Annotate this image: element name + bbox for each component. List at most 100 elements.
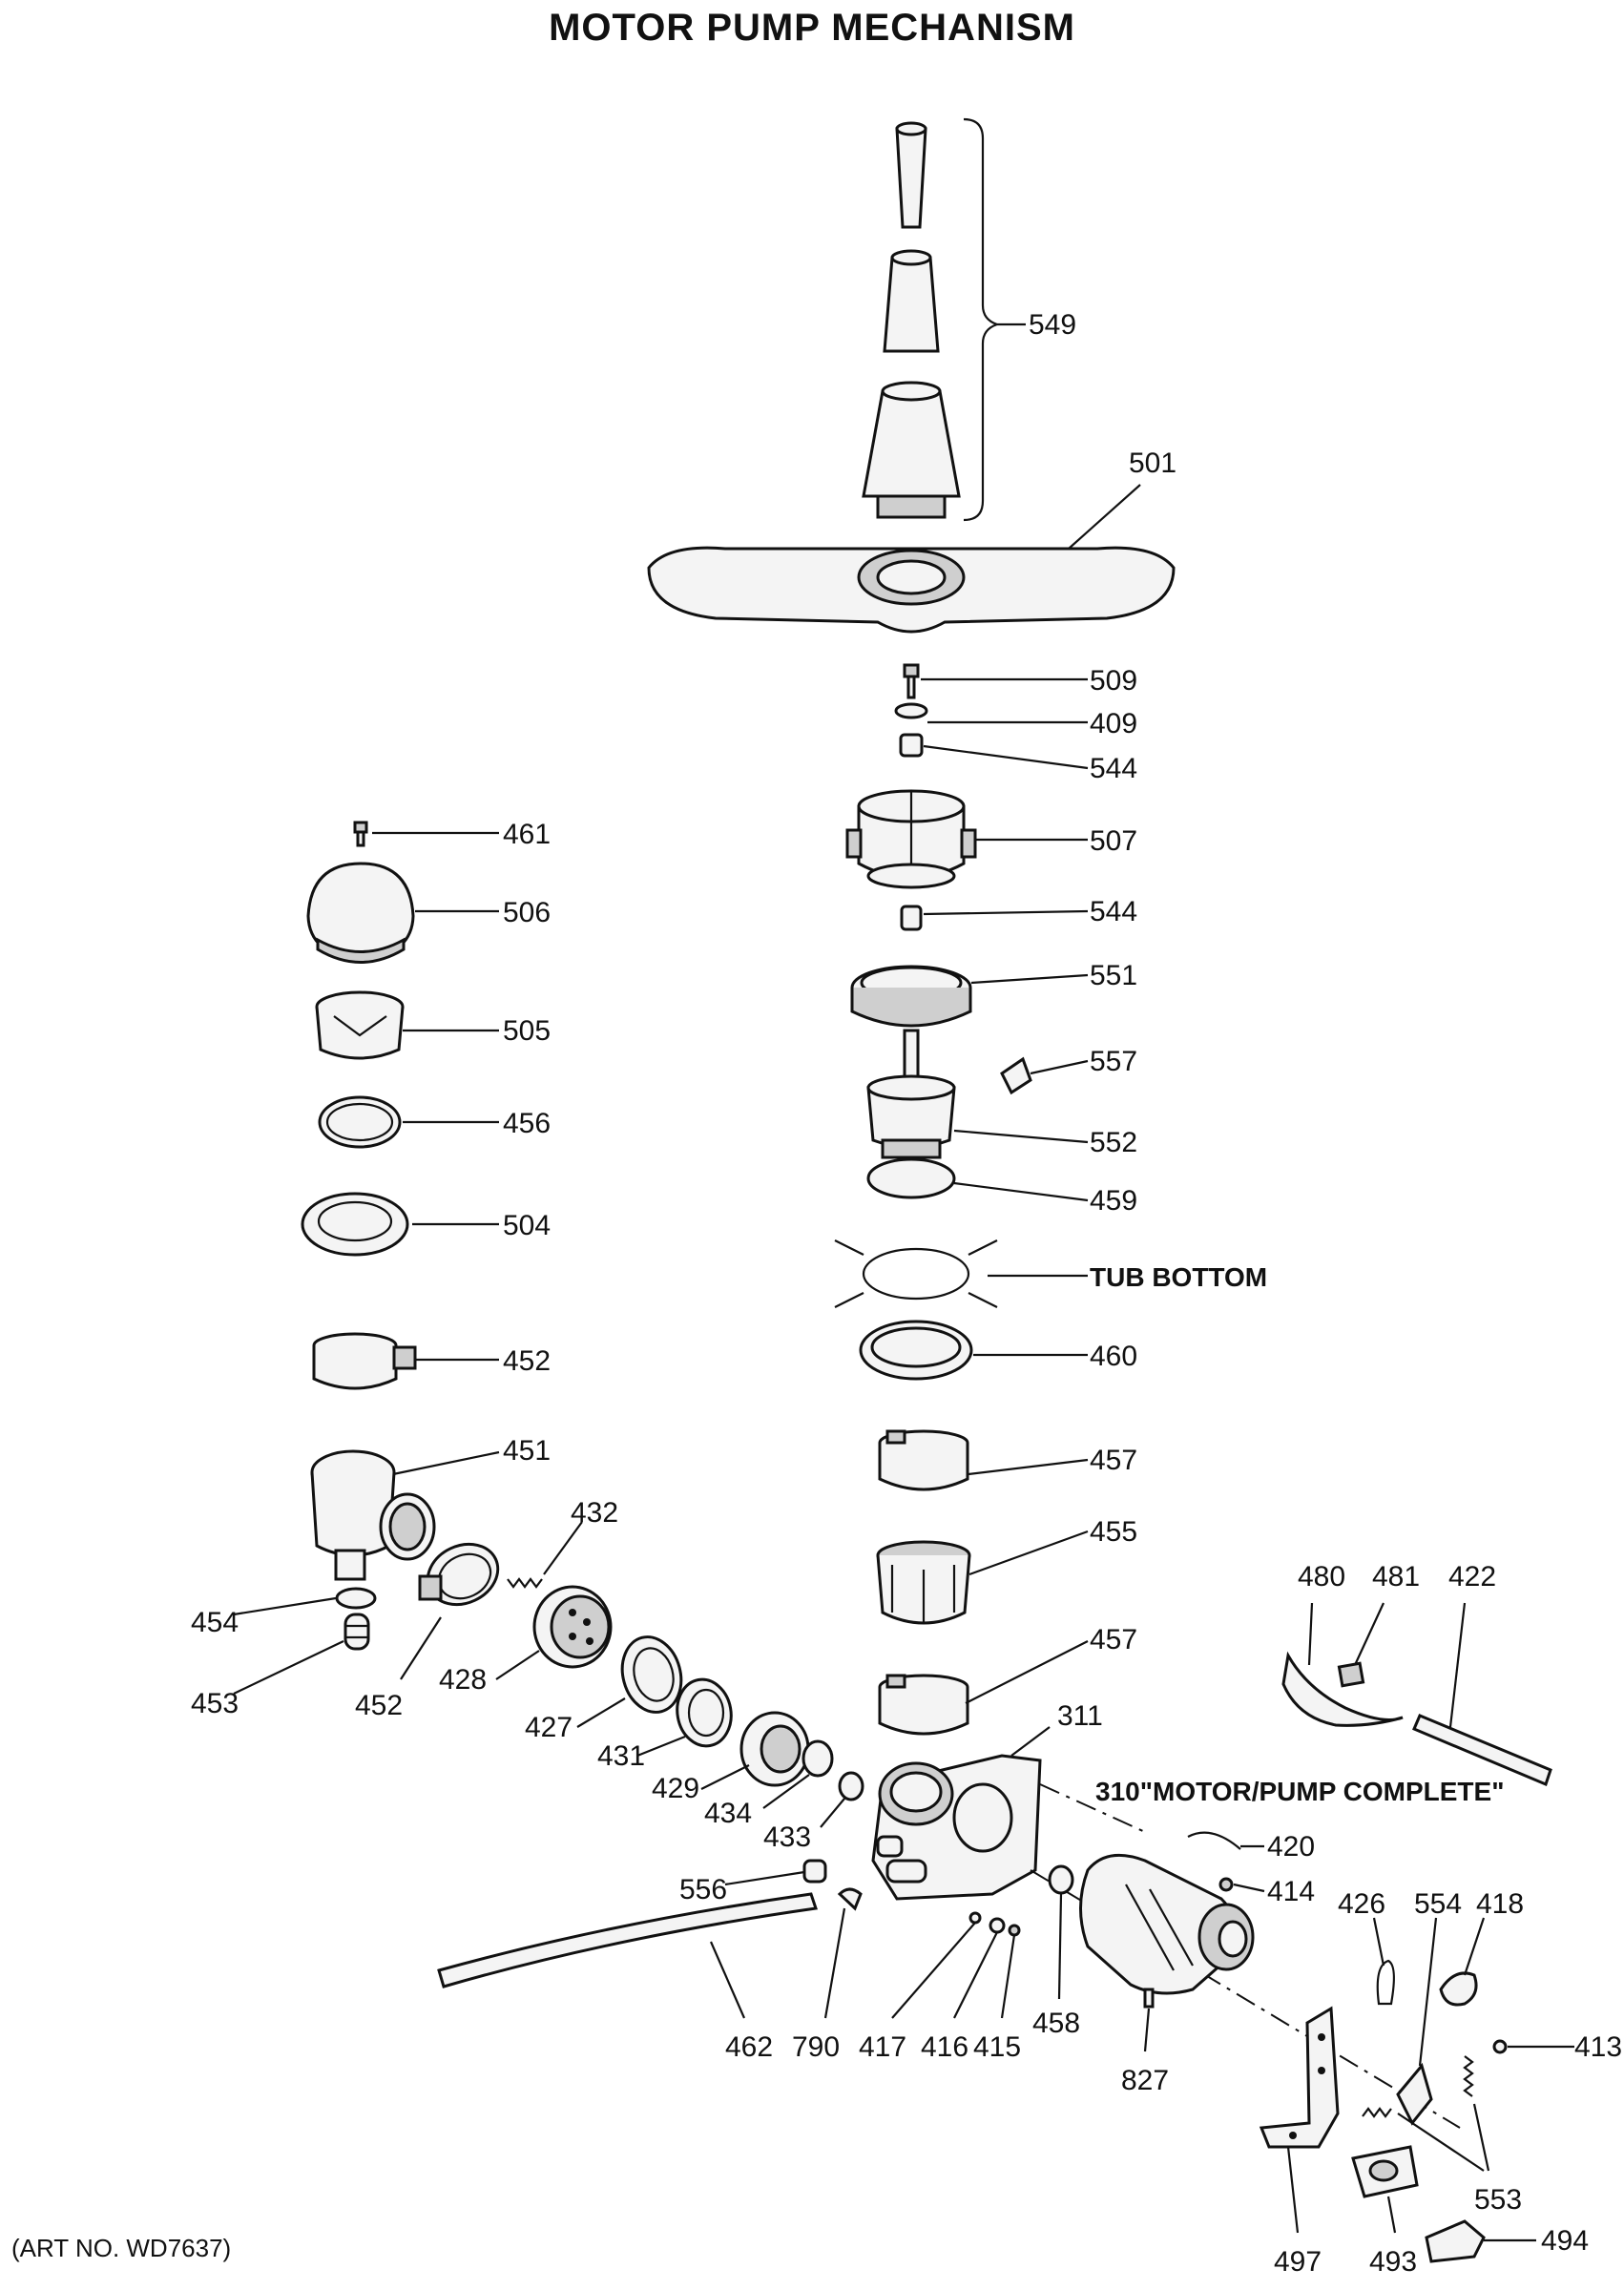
part-553-spring-a [1463, 2055, 1474, 2097]
label-553: 553 [1474, 2184, 1522, 2216]
part-416-washer [989, 1917, 1006, 1934]
label-420: 420 [1267, 1831, 1315, 1863]
label-457-upper: 457 [1090, 1445, 1137, 1476]
label-310-motor-pump-complete: 310"MOTOR/PUMP COMPLETE" [1095, 1777, 1504, 1806]
part-458-gasket [1048, 1864, 1074, 1895]
label-480: 480 [1298, 1561, 1345, 1593]
label-459: 459 [1090, 1185, 1137, 1217]
label-457-lower: 457 [1090, 1624, 1137, 1655]
label-552: 552 [1090, 1127, 1137, 1158]
label-426: 426 [1338, 1888, 1385, 1920]
part-433-seal [838, 1771, 864, 1801]
label-456: 456 [503, 1108, 551, 1139]
label-417: 417 [859, 2031, 906, 2063]
art-number: (ART NO. WD7637) [11, 2234, 231, 2262]
part-451-sump [310, 1449, 436, 1581]
label-501: 501 [1129, 448, 1176, 479]
label-455: 455 [1090, 1516, 1137, 1548]
part-557-clip [1000, 1056, 1032, 1095]
label-462: 462 [725, 2031, 773, 2063]
part-422-bar [1412, 1714, 1552, 1787]
label-434: 434 [704, 1798, 752, 1829]
part-434-bearing [802, 1739, 834, 1778]
part-417-washer [968, 1911, 982, 1925]
part-462-drain-hose [437, 1892, 818, 1988]
part-554-lever [1396, 2062, 1433, 2126]
part-481-block [1337, 1661, 1365, 1688]
label-790: 790 [792, 2031, 840, 2063]
label-481: 481 [1372, 1561, 1420, 1593]
label-418: 418 [1476, 1888, 1524, 1920]
label-427: 427 [525, 1712, 573, 1743]
part-461-screw [353, 821, 368, 847]
label-551: 551 [1090, 960, 1137, 991]
label-461: 461 [503, 819, 551, 850]
part-426-spring-clip [1376, 1959, 1395, 2006]
part-452-clamp-lower [418, 1542, 500, 1607]
label-544-lower: 544 [1090, 896, 1137, 927]
part-556-plug [802, 1859, 827, 1884]
label-554: 554 [1414, 1888, 1462, 1920]
part-456-o-ring [318, 1095, 402, 1149]
part-509-screw [903, 663, 920, 699]
part-480-blade [1281, 1651, 1404, 1727]
part-431-plate [676, 1677, 733, 1748]
label-416: 416 [921, 2031, 968, 2063]
label-497: 497 [1274, 2246, 1322, 2278]
label-507: 507 [1090, 825, 1137, 857]
part-427-gasket [620, 1635, 683, 1714]
part-413-e-ring [1492, 2039, 1508, 2054]
part-460-ring [859, 1320, 973, 1381]
label-504: 504 [503, 1210, 551, 1241]
part-544-bearing-lower [900, 905, 923, 931]
part-415-nut [1008, 1924, 1021, 1937]
label-460: 460 [1090, 1341, 1137, 1372]
part-454-clip [335, 1587, 377, 1610]
part-455-filter [876, 1540, 971, 1625]
part-459-gasket [866, 1157, 956, 1199]
part-311-pump-housing [871, 1754, 1042, 1901]
label-452-upper: 452 [503, 1345, 551, 1377]
part-452-clamp-upper [312, 1332, 417, 1390]
label-452-lower: 452 [355, 1690, 403, 1721]
part-418-cam [1439, 1971, 1478, 2007]
label-557: 557 [1090, 1046, 1137, 1077]
part-552-impeller-assembly [866, 1029, 956, 1159]
tub-bottom-opening [834, 1239, 998, 1308]
label-432: 432 [571, 1497, 618, 1529]
part-549-spray-tower [862, 121, 961, 519]
label-827: 827 [1121, 2065, 1169, 2096]
label-506: 506 [503, 897, 551, 928]
part-506-cap [306, 862, 415, 964]
part-544-bearing-upper [899, 733, 924, 758]
part-501-lower-spray-arm [647, 546, 1176, 634]
part-790-clip [837, 1887, 863, 1911]
part-453-check-valve [344, 1613, 370, 1651]
label-549: 549 [1029, 309, 1076, 341]
diagram-title: MOTOR PUMP MECHANISM [549, 7, 1075, 49]
label-433: 433 [763, 1822, 811, 1853]
part-420-wire [1187, 1831, 1241, 1850]
part-553-spring-b [1362, 2107, 1392, 2118]
label-509: 509 [1090, 665, 1137, 697]
label-453: 453 [191, 1688, 239, 1719]
label-454: 454 [191, 1607, 239, 1638]
label-451: 451 [503, 1435, 551, 1467]
part-507-housing [845, 789, 977, 889]
label-422: 422 [1448, 1561, 1496, 1593]
part-504-retainer [301, 1192, 409, 1257]
part-497-bracket [1259, 2006, 1340, 2149]
part-494-cover [1425, 2219, 1486, 2263]
label-431: 431 [597, 1740, 645, 1772]
label-556: 556 [679, 1874, 727, 1905]
label-414: 414 [1267, 1876, 1315, 1907]
label-415: 415 [973, 2031, 1021, 2063]
label-458: 458 [1032, 2008, 1080, 2039]
label-493: 493 [1369, 2246, 1417, 2278]
part-432-spring [507, 1577, 543, 1589]
part-428-drain-impeller [532, 1585, 613, 1669]
part-429-impeller [739, 1711, 810, 1787]
label-428: 428 [439, 1664, 487, 1696]
label-429: 429 [652, 1773, 699, 1804]
label-544-upper: 544 [1090, 753, 1137, 784]
